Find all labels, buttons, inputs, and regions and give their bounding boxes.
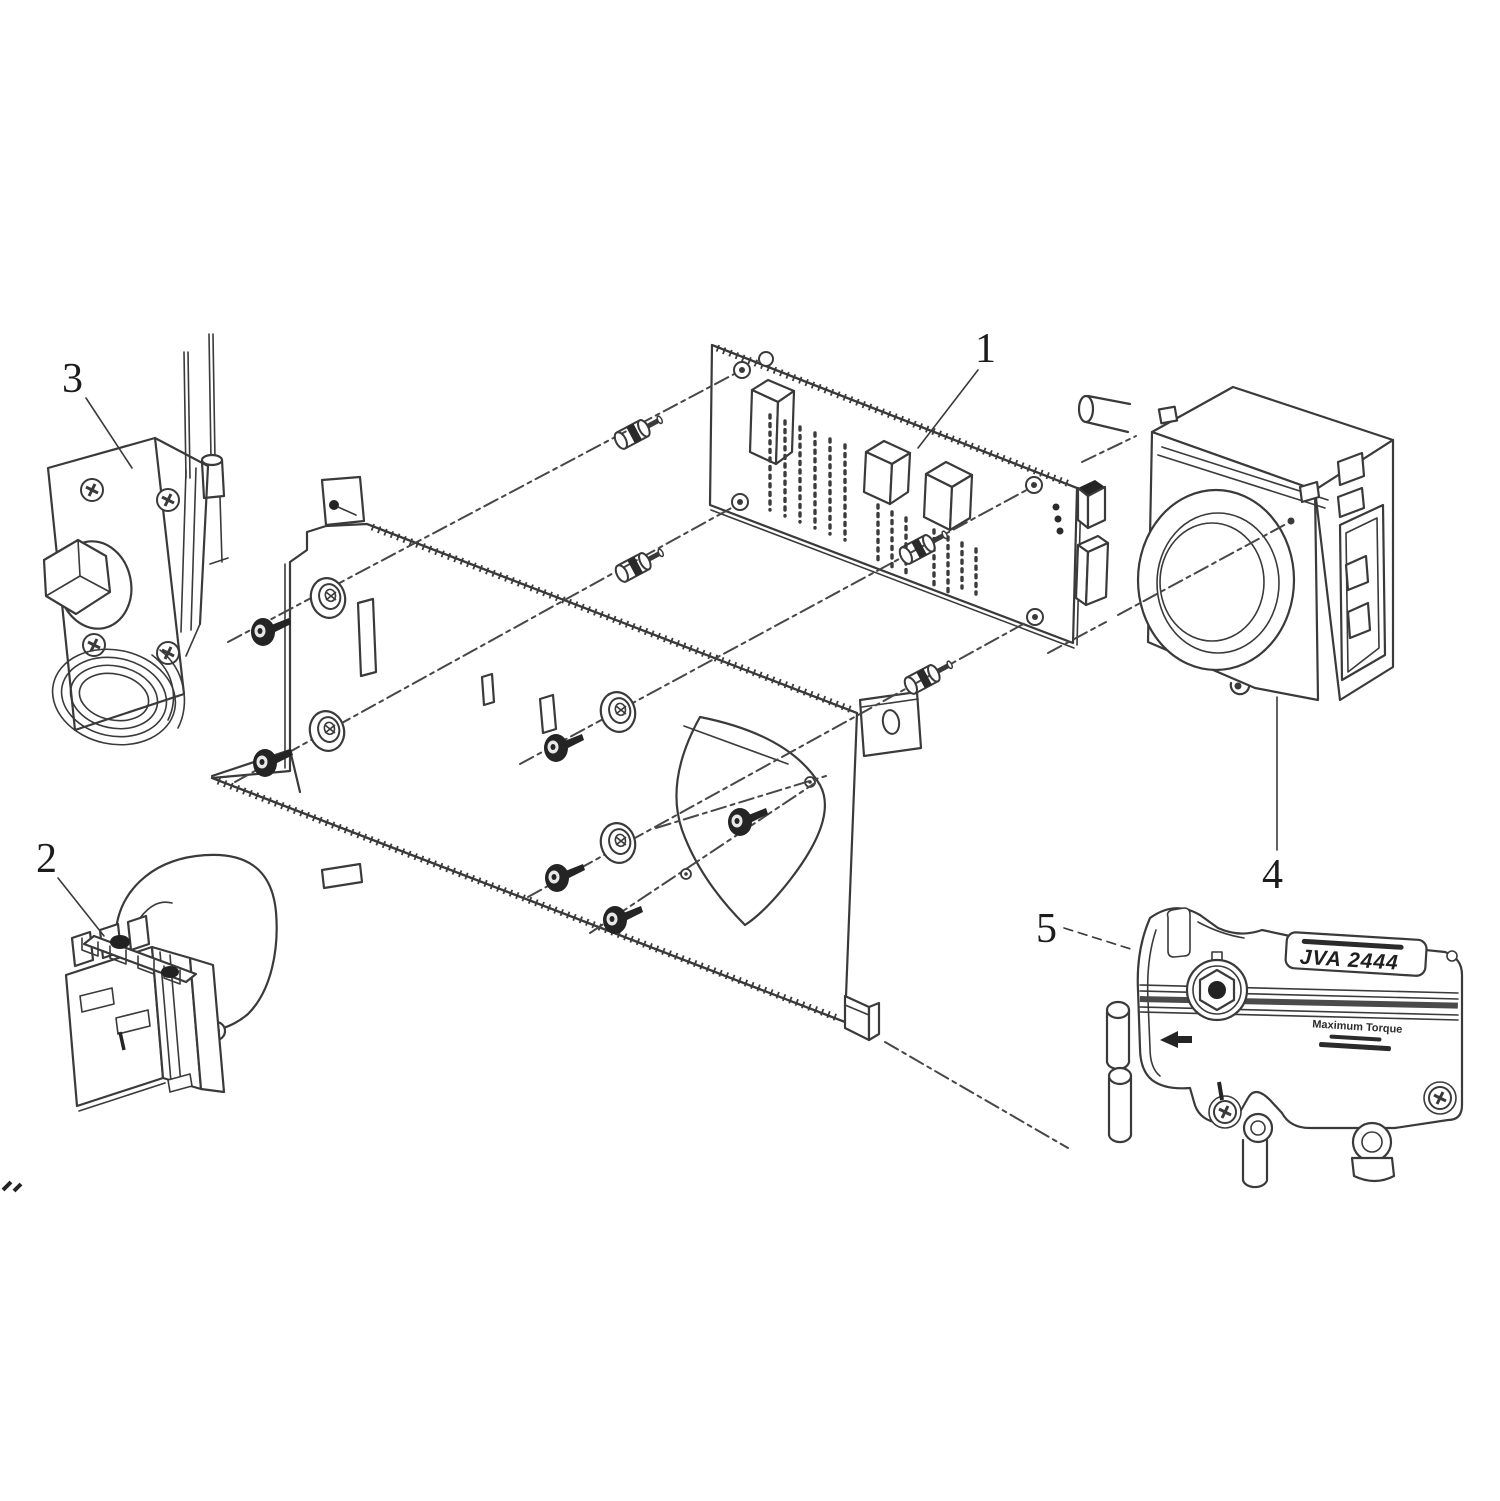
board-hole [1026, 608, 1044, 626]
chassis-tab [320, 475, 366, 527]
callout-1-number: 1 [975, 326, 996, 372]
relay [748, 378, 796, 466]
actuator-hex-boss [1185, 951, 1249, 1022]
chassis-side-bracket [858, 690, 923, 758]
relay [862, 439, 912, 506]
thermostat [42, 333, 229, 746]
board-hole [733, 361, 751, 379]
board-hole [731, 493, 749, 511]
callout-1: 1 [917, 326, 996, 449]
actuator-note-label: Maximum Torque [1312, 1018, 1403, 1035]
transformer [64, 853, 278, 1112]
fasteners [251, 361, 1044, 934]
timer-dial [1136, 488, 1296, 672]
plate-screw [155, 640, 181, 666]
timer-side-knob [1077, 394, 1132, 434]
chassis-foot [843, 994, 881, 1042]
chassis-slot [480, 672, 496, 707]
actuator-screw [1427, 1085, 1453, 1111]
actuator-label-plate: JVA 2444 [1284, 931, 1428, 977]
plate-screw [155, 487, 181, 513]
flow-arrow-icon [1160, 1031, 1192, 1048]
actuator-bottom-fitting [1350, 1121, 1396, 1183]
standoff-spacer [902, 656, 955, 696]
edge-artifact [1, 1180, 23, 1193]
callout-3-number: 3 [62, 356, 83, 402]
transformer-wire [114, 853, 278, 1030]
timer-switch [1077, 385, 1395, 702]
timer-terminals [1336, 451, 1387, 682]
chassis-slot [356, 597, 378, 678]
valve-actuator: JVA 2444 Maximum Torque [1105, 907, 1464, 1189]
callout-3: 3 [62, 356, 133, 469]
board-top-hole [758, 351, 774, 367]
capillary-coil [51, 648, 186, 746]
callout-5: 5 [1036, 906, 1135, 952]
actuator-note-block: Maximum Torque [1312, 1018, 1403, 1052]
actuator-leg [1241, 1138, 1269, 1189]
board-hole [1025, 476, 1043, 494]
chassis-slot [538, 693, 558, 735]
standoff-spacer [612, 411, 665, 451]
plate-screw [79, 477, 105, 503]
callouts: 1 2 3 4 5 [36, 326, 1283, 952]
callout-2-number: 2 [36, 836, 57, 882]
chassis-slot [320, 862, 364, 890]
thermostat-knob [42, 538, 133, 630]
circuit-board [708, 343, 1110, 649]
transformer-terminals [70, 914, 198, 985]
callout-4-number: 4 [1262, 852, 1283, 898]
edge-connector [1074, 534, 1110, 607]
actuator-screw [1212, 1099, 1238, 1125]
callout-5-number: 5 [1036, 906, 1057, 952]
edge-connector [1076, 480, 1107, 530]
actuator-boss [1105, 1000, 1133, 1144]
callout-2: 2 [36, 836, 105, 937]
relay [922, 460, 974, 532]
standoff-spacer [613, 544, 666, 584]
chassis-panel [210, 475, 923, 1042]
callout-4: 4 [1262, 696, 1283, 898]
